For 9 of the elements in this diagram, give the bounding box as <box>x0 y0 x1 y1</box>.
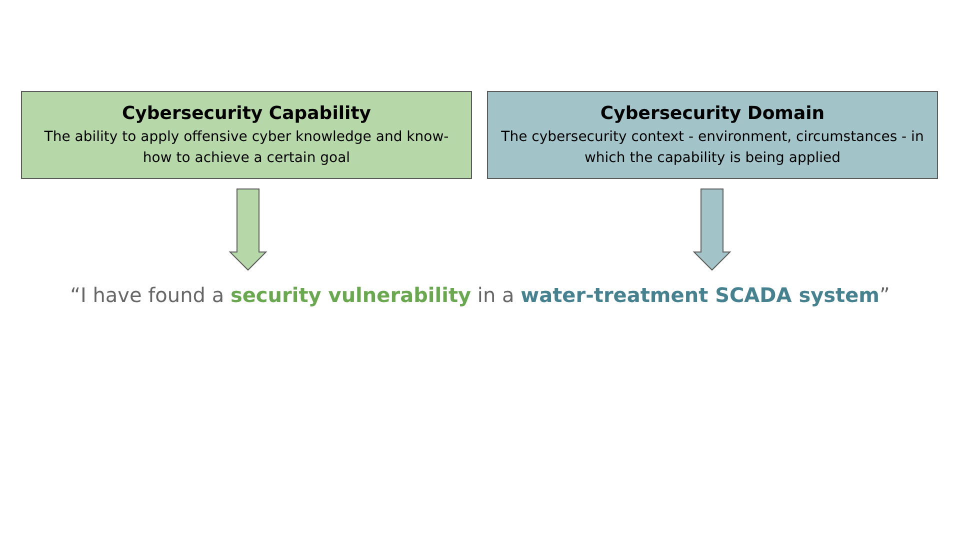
definition-box <box>487 91 938 179</box>
box-heading: Cybersecurity Domain <box>600 102 825 126</box>
box-description: The ability to apply offensive cyber knowledge and know-how to achieve a certain goal <box>43 128 450 168</box>
block-arrow <box>692 188 732 271</box>
block-arrow <box>228 188 268 271</box>
definition-box <box>21 91 472 179</box>
box-heading: Cybersecurity Capability <box>122 102 372 126</box>
box-description: The cybersecurity context - environment, circumstances - in which the capability is being applied <box>500 128 925 168</box>
quote-text: “I have found a security vulnerability in a water-treatment SCADA system” <box>70 282 890 309</box>
